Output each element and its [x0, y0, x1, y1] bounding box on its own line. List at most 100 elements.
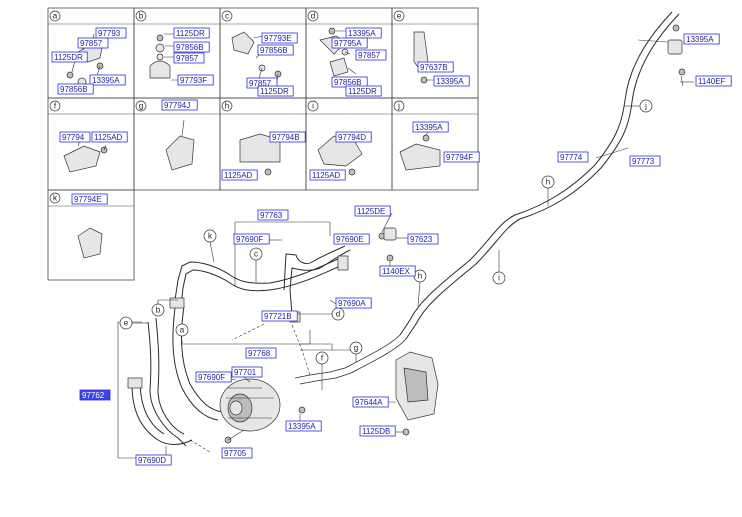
- detail-letter-a: a: [49, 10, 61, 22]
- detail-letter-b: b: [135, 10, 147, 22]
- detail-letter-j: j: [393, 100, 405, 112]
- main-callouts: j h i h k c b e a d f g: [119, 99, 653, 390]
- part-label-97773[interactable]: 97773: [629, 155, 661, 167]
- svg-text:1125DR: 1125DR: [348, 87, 377, 96]
- part-label-f-97794[interactable]: 97794: [59, 131, 91, 143]
- part-label-f-1125ad[interactable]: 1125AD: [91, 131, 128, 143]
- svg-text:j: j: [397, 102, 400, 111]
- part-label-a-97856b[interactable]: 97856B: [57, 83, 94, 95]
- part-label-97644a[interactable]: 97644A: [352, 396, 389, 408]
- part-label-97763[interactable]: 97763: [257, 209, 289, 221]
- callout-f: f: [315, 351, 329, 390]
- part-label-c-1125dr[interactable]: 1125DR: [257, 85, 294, 97]
- part-label-13395a[interactable]: 13395A: [683, 33, 720, 45]
- svg-text:1125DR: 1125DR: [260, 87, 289, 96]
- part-label-a-13395a[interactable]: 13395A: [89, 74, 126, 86]
- svg-text:j: j: [644, 102, 647, 111]
- svg-text:h: h: [225, 102, 229, 111]
- part-label-i-1125ad[interactable]: 1125AD: [309, 169, 346, 181]
- part-label-g-97794j[interactable]: 97794J: [161, 99, 198, 111]
- part-label-13395a[interactable]: 13395A: [285, 420, 322, 432]
- part-label-j-97794f[interactable]: 97794F: [443, 151, 480, 163]
- part-label-97774[interactable]: 97774: [557, 151, 589, 163]
- callout-a: a: [175, 323, 189, 337]
- svg-text:d: d: [336, 310, 340, 319]
- part-label-a-97793[interactable]: 97793: [95, 27, 127, 39]
- svg-text:1125AD: 1125AD: [94, 133, 123, 142]
- svg-text:97856B: 97856B: [334, 78, 362, 87]
- part-label-d-13395a[interactable]: 13395A: [345, 27, 382, 39]
- svg-text:97705: 97705: [224, 449, 247, 458]
- callout-g: g: [349, 341, 363, 355]
- detail-letter-f: f: [49, 100, 61, 112]
- part-label-b-97857[interactable]: 97857: [173, 52, 205, 64]
- part-label-a-1125dr[interactable]: 1125DR: [51, 51, 88, 63]
- part-label-97690a[interactable]: 97690A: [335, 297, 372, 309]
- part-label-d-1125dr[interactable]: 1125DR: [345, 85, 382, 97]
- part-label-b-97856b[interactable]: 97856B: [173, 41, 210, 53]
- svg-text:97773: 97773: [632, 157, 655, 166]
- detail-cell-f: [47, 97, 135, 191]
- part-label-1125de[interactable]: 1125DE: [354, 205, 391, 217]
- part-label-j-13395a[interactable]: 13395A: [412, 121, 449, 133]
- part-label-d-97857[interactable]: 97857: [355, 49, 387, 61]
- part-label-1125db[interactable]: 1125DB: [359, 425, 396, 437]
- svg-text:a: a: [180, 326, 185, 335]
- part-label-97768[interactable]: 97768: [245, 347, 277, 359]
- svg-text:e: e: [124, 319, 129, 328]
- part-label-97705[interactable]: 97705: [221, 447, 253, 459]
- part-label-1140ex[interactable]: 1140EX: [379, 265, 416, 277]
- part-label-b-1125dr[interactable]: 1125DR: [173, 27, 210, 39]
- svg-text:97644A: 97644A: [355, 398, 383, 407]
- part-label-d-97856b[interactable]: 97856B: [331, 76, 368, 88]
- svg-text:97794B: 97794B: [272, 133, 300, 142]
- part-label-1140ef[interactable]: 1140EF: [695, 75, 732, 87]
- part-label-d-97795a[interactable]: 97795A: [331, 37, 368, 49]
- detail-letter-e: e: [393, 10, 405, 22]
- detail-cell-j: [391, 97, 479, 191]
- svg-text:1125AD: 1125AD: [312, 171, 341, 180]
- part-label-b-97793f[interactable]: 97793F: [177, 74, 214, 86]
- clamp-drawing-b: [149, 33, 180, 81]
- part-label-97690e[interactable]: 97690E: [333, 233, 370, 245]
- svg-text:h: h: [546, 178, 550, 187]
- svg-text:f: f: [54, 102, 57, 111]
- part-label-97623[interactable]: 97623: [407, 233, 439, 245]
- svg-text:13395A: 13395A: [348, 29, 376, 38]
- part-label-e-13395a[interactable]: 13395A: [433, 75, 470, 87]
- part-label-97690d[interactable]: 97690D: [135, 454, 172, 466]
- svg-text:97794E: 97794E: [74, 195, 102, 204]
- svg-text:97857: 97857: [176, 54, 199, 63]
- callout-j: j: [624, 99, 653, 113]
- part-label-i-97794d[interactable]: 97794D: [335, 131, 372, 143]
- svg-text:1140EX: 1140EX: [382, 267, 411, 276]
- part-label-a-97857[interactable]: 97857: [77, 37, 109, 49]
- svg-text:f: f: [321, 354, 324, 363]
- svg-text:c: c: [225, 12, 229, 21]
- part-label-97762[interactable]: 97762: [79, 389, 111, 401]
- part-label-97701[interactable]: 97701: [231, 366, 263, 378]
- svg-text:97690E: 97690E: [336, 235, 364, 244]
- part-label-h-97794b[interactable]: 97794B: [269, 131, 306, 143]
- detail-letter-i: i: [307, 100, 319, 112]
- svg-text:97794D: 97794D: [338, 133, 366, 142]
- svg-text:13395A: 13395A: [436, 77, 464, 86]
- part-label-97690f[interactable]: 97690F: [233, 233, 270, 245]
- part-label-e-97637b[interactable]: 97637B: [417, 61, 454, 73]
- part-label-h-1125ad[interactable]: 1125AD: [221, 169, 258, 181]
- part-label-c-97856b[interactable]: 97856B: [257, 44, 294, 56]
- svg-text:13395A: 13395A: [415, 123, 443, 132]
- part-label-97721b[interactable]: 97721B: [261, 310, 298, 322]
- part-label-97690f[interactable]: 97690F: [195, 371, 232, 383]
- svg-text:b: b: [139, 12, 144, 21]
- part-label-k-97794e[interactable]: 97794E: [71, 193, 108, 205]
- bracket-drawing-g: [165, 119, 195, 171]
- svg-text:97701: 97701: [234, 368, 257, 377]
- svg-text:97690F: 97690F: [236, 235, 263, 244]
- svg-text:97794J: 97794J: [164, 101, 190, 110]
- svg-text:97768: 97768: [248, 349, 271, 358]
- svg-text:97793E: 97793E: [264, 34, 292, 43]
- part-labels: 97793978571125DR13395A97856B1125DR97856B…: [51, 27, 732, 466]
- callout-e: e: [119, 316, 148, 330]
- part-label-c-97793e[interactable]: 97793E: [261, 32, 298, 44]
